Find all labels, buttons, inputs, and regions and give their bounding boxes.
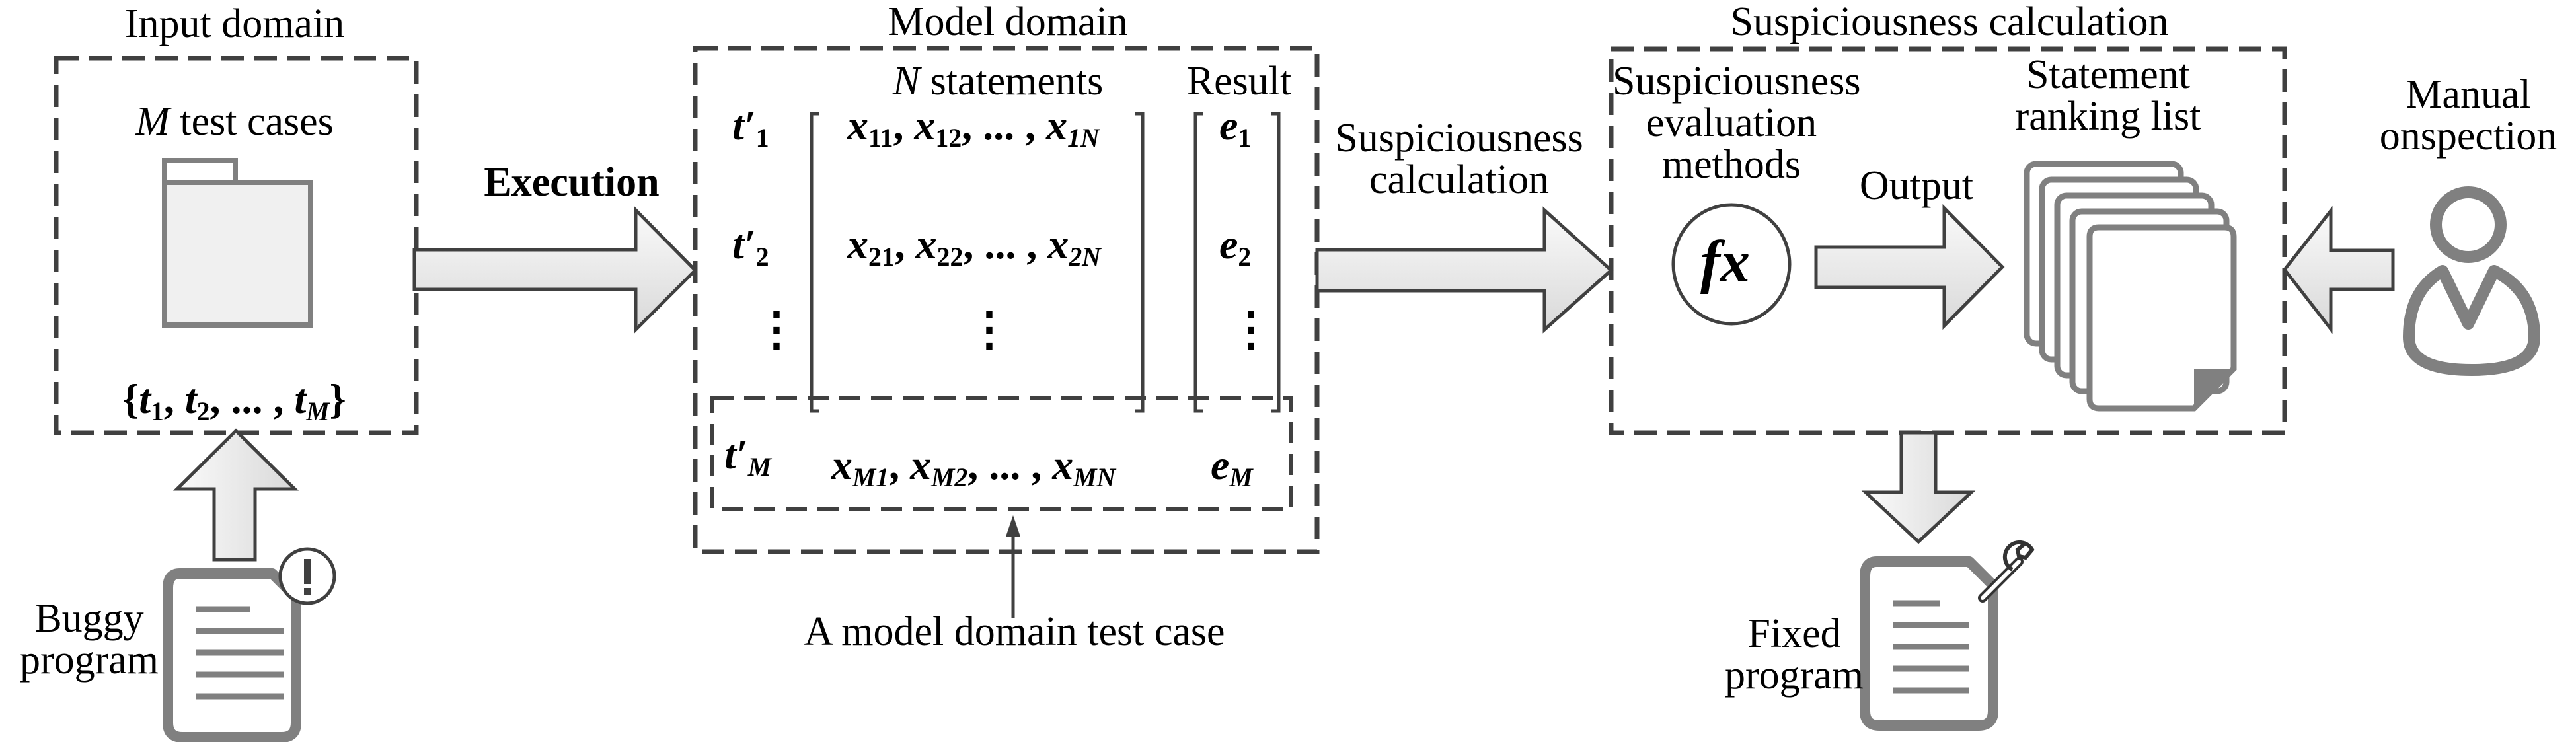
susp-arrow-label-line-2: calculation: [1369, 157, 1549, 203]
statements-text: statements: [920, 59, 1104, 104]
buggy-label-line-1: Buggy: [34, 596, 144, 641]
buggy-label-line-2: program: [19, 638, 159, 683]
model-test-case-annotation: A model domain test case: [804, 609, 1225, 654]
fixed-program-label: Fixed program: [1722, 611, 1867, 698]
model-domain-box: [693, 46, 1320, 554]
set-item-2-sub: 2: [196, 397, 210, 427]
row-1-result: e1: [1219, 102, 1252, 153]
methods-line-1: Suspiciousness: [1612, 59, 1861, 104]
buggy-program-label: Buggy program: [13, 596, 165, 683]
set-ellipsis: ...: [231, 375, 263, 422]
user-icon: [2403, 186, 2540, 376]
fixed-label-line-1: Fixed: [1747, 611, 1841, 656]
fixed-label-line-2: program: [1724, 653, 1864, 698]
methods-line-3: methods: [1661, 142, 1801, 188]
fx-circle-icon: [1671, 203, 1792, 326]
set-item-m: t: [294, 375, 307, 422]
row-m-test-case: t′M: [724, 431, 772, 482]
evaluation-methods-label: Suspiciousness evaluation methods: [1612, 59, 1861, 188]
vdots-result: ⋮: [1228, 305, 1274, 355]
ranking-list-label: Statement ranking list: [1989, 54, 2227, 137]
output-label: Output: [1859, 163, 1974, 208]
set-open-brace: {: [122, 375, 139, 422]
set-item-1: t: [139, 375, 151, 422]
manual-line-2: onspection: [2379, 114, 2557, 159]
test-cases-var: M: [135, 99, 170, 144]
row-2-coverage: x21, x22, ... , x2N: [847, 221, 1101, 272]
manual-inspection-label: Manual onspection: [2366, 72, 2571, 159]
row-m-coverage: xM1, xM2, ... , xMN: [831, 441, 1116, 493]
x-matrix-bracket-right: [1135, 112, 1145, 413]
ranking-line-2: ranking list: [2015, 94, 2201, 139]
result-header: Result: [1186, 59, 1292, 104]
annotation-arrow-head: [1006, 515, 1020, 537]
model-test-case-box: [710, 396, 1293, 511]
row-2-test-case: t′2: [732, 221, 769, 272]
x-matrix-bracket-left: [810, 112, 819, 413]
ranking-line-1: Statement: [2026, 52, 2190, 97]
buggy-program-document-icon: [163, 568, 301, 742]
execution-label: Execution: [484, 160, 660, 205]
suspiciousness-calc-arrow-label: Suspiciousness calculation: [1320, 116, 1598, 203]
set-close-brace: }: [329, 375, 346, 422]
suspiciousness-box: [1609, 46, 2287, 435]
statements-header: N statements: [866, 61, 1130, 102]
output-arrow: [1814, 204, 2005, 330]
manual-inspection-arrow: [2282, 205, 2395, 334]
test-cases-text: test cases: [169, 99, 334, 144]
e-vector-bracket-right: [1271, 112, 1281, 413]
input-domain-title: Input domain: [124, 1, 345, 46]
fixed-program-document-icon: [1860, 556, 1998, 731]
fx-label: fx: [1700, 229, 1750, 295]
suspiciousness-title: Suspiciousness calculation: [1730, 0, 2169, 44]
row-2-result: e2: [1219, 221, 1252, 272]
statements-var: N: [892, 59, 921, 104]
row-1-coverage: x11, x12, ... , x1N: [847, 102, 1100, 153]
set-item-1-sub: 1: [151, 397, 164, 427]
input-domain-box: [54, 56, 419, 435]
vdots-test-case: ⋮: [753, 305, 800, 355]
methods-line-2: evaluation: [1646, 100, 1817, 146]
execution-arrow: [412, 205, 698, 334]
vdots-coverage: ⋮: [966, 305, 1012, 355]
folder-icon: [162, 158, 313, 328]
row-1-test-case: t′1: [732, 102, 769, 153]
susp-arrow-label-line-1: Suspiciousness: [1335, 116, 1583, 161]
ranking-list-documents-icon: [2024, 161, 2237, 412]
wrench-icon: [1978, 540, 2035, 603]
suspiciousness-calc-arrow: [1315, 206, 1614, 334]
model-domain-title: Model domain: [888, 0, 1128, 44]
set-item-2: t: [184, 375, 197, 422]
test-case-set: {t1, t2, ... , tM}: [122, 375, 346, 427]
down-arrow: [1861, 431, 1976, 544]
test-cases-label: M test cases: [66, 101, 403, 142]
row-m-result: eM: [1211, 441, 1253, 493]
warning-icon: [278, 547, 336, 605]
set-item-m-sub: M: [306, 397, 330, 427]
up-arrow: [172, 428, 299, 562]
e-vector-bracket-left: [1193, 112, 1203, 413]
manual-line-1: Manual: [2406, 72, 2531, 117]
